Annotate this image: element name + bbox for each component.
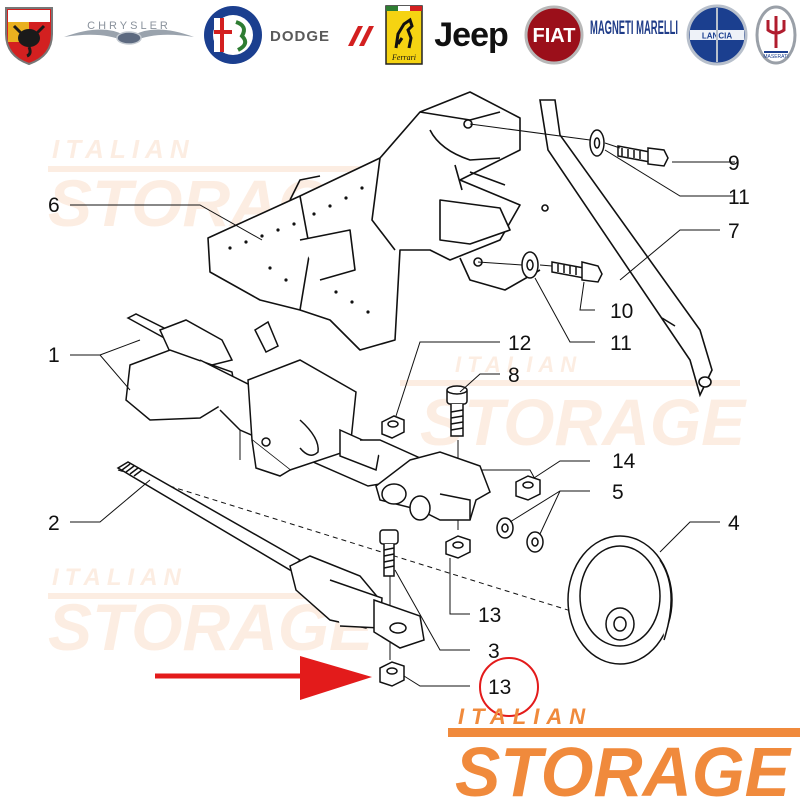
svg-text:ITALIAN: ITALIAN — [455, 352, 582, 377]
washer-11-upper — [589, 129, 605, 157]
jeep-logo: Jeep — [434, 16, 508, 54]
svg-text:CHRYSLER: CHRYSLER — [87, 20, 171, 32]
nut-13-upper — [445, 535, 471, 559]
upper-steering-column — [125, 313, 421, 487]
callout-2: 2 — [48, 512, 60, 535]
dodge-logo: DODGE — [268, 4, 374, 66]
bolt-10 — [551, 261, 603, 283]
pedal-support-bracket — [207, 91, 549, 351]
callout-10: 10 — [610, 300, 633, 323]
winged-seal-icon: CHRYSLER — [64, 20, 194, 45]
callout-13-upper: 13 — [478, 604, 501, 627]
callout-7: 7 — [728, 220, 740, 243]
bolt-3 — [379, 529, 399, 577]
stripes-icon: DODGE — [270, 26, 374, 46]
callout-3: 3 — [488, 640, 500, 663]
callout-6: 6 — [48, 194, 60, 217]
svg-text:ITALIAN: ITALIAN — [52, 134, 195, 164]
callout-5: 5 — [612, 481, 624, 504]
svg-text:MAGNETI MARELLI: MAGNETI MARELLI — [590, 18, 678, 39]
lower-steering-shaft — [116, 461, 425, 649]
alfa-romeo-logo — [202, 4, 264, 66]
washer-11-lower — [521, 251, 539, 279]
nut-14 — [515, 475, 541, 501]
svg-text:FIAT: FIAT — [533, 25, 576, 47]
svg-text:ITALIAN: ITALIAN — [52, 564, 187, 591]
callout-4: 4 — [728, 512, 740, 535]
abarth-logo — [2, 4, 56, 66]
column-mount-bracket — [375, 451, 491, 521]
callout-9: 9 — [728, 152, 740, 175]
svg-text:STORAGE: STORAGE — [420, 385, 747, 459]
steering-column-exploded-diagram: ITALIAN STORAGE ITALIAN STORAGE ITALIAN … — [48, 91, 800, 800]
prancing-horse-icon: Ferrari — [385, 5, 423, 65]
round-badge-icon — [204, 6, 262, 64]
svg-text:DODGE: DODGE — [270, 28, 330, 45]
nut-12 — [381, 415, 405, 439]
maserati-logo: MASERATI — [754, 4, 798, 66]
italian-storage-logo: ITALIAN STORAGE — [448, 704, 800, 800]
bolt-8 — [446, 385, 468, 437]
callout-11-upper: 11 — [728, 186, 750, 209]
callout-8: 8 — [508, 364, 520, 387]
callout-1: 1 — [48, 344, 60, 367]
svg-text:ITALIAN: ITALIAN — [458, 704, 592, 729]
lancia-logo: LANCIA — [686, 4, 748, 66]
highlight-arrow — [155, 656, 372, 700]
steering-boot — [567, 535, 673, 665]
ferrari-logo: Ferrari — [384, 4, 424, 66]
highlight-circle — [479, 657, 539, 717]
svg-text:STORAGE: STORAGE — [455, 733, 792, 800]
support-rod — [539, 99, 713, 398]
fiat-logo: FIAT — [524, 4, 584, 66]
brand-logo-row: CHRYSLER DODGE Ferrari Jeep — [0, 0, 800, 70]
svg-text:MASERATI: MASERATI — [763, 54, 788, 60]
callout-12: 12 — [508, 332, 531, 355]
callout-13-lower: 13 — [488, 676, 511, 699]
bolt-9 — [617, 145, 669, 167]
watermark-faint-middle: ITALIAN STORAGE — [400, 352, 747, 459]
chrysler-logo: CHRYSLER — [62, 4, 196, 66]
bushings-5 — [496, 517, 544, 553]
trident-icon: MASERATI — [755, 5, 797, 65]
magneti-marelli-logo: MAGNETI MARELLI — [588, 4, 680, 66]
leader-lines — [70, 149, 735, 687]
round-badge-icon: FIAT — [524, 5, 584, 65]
callout-11-lower: 11 — [610, 332, 632, 355]
scorpion-shield-icon — [5, 7, 53, 66]
nut-13-lower — [379, 661, 405, 687]
round-badge-icon: LANCIA — [686, 4, 748, 66]
callout-14: 14 — [612, 450, 636, 473]
svg-text:Ferrari: Ferrari — [391, 53, 416, 62]
